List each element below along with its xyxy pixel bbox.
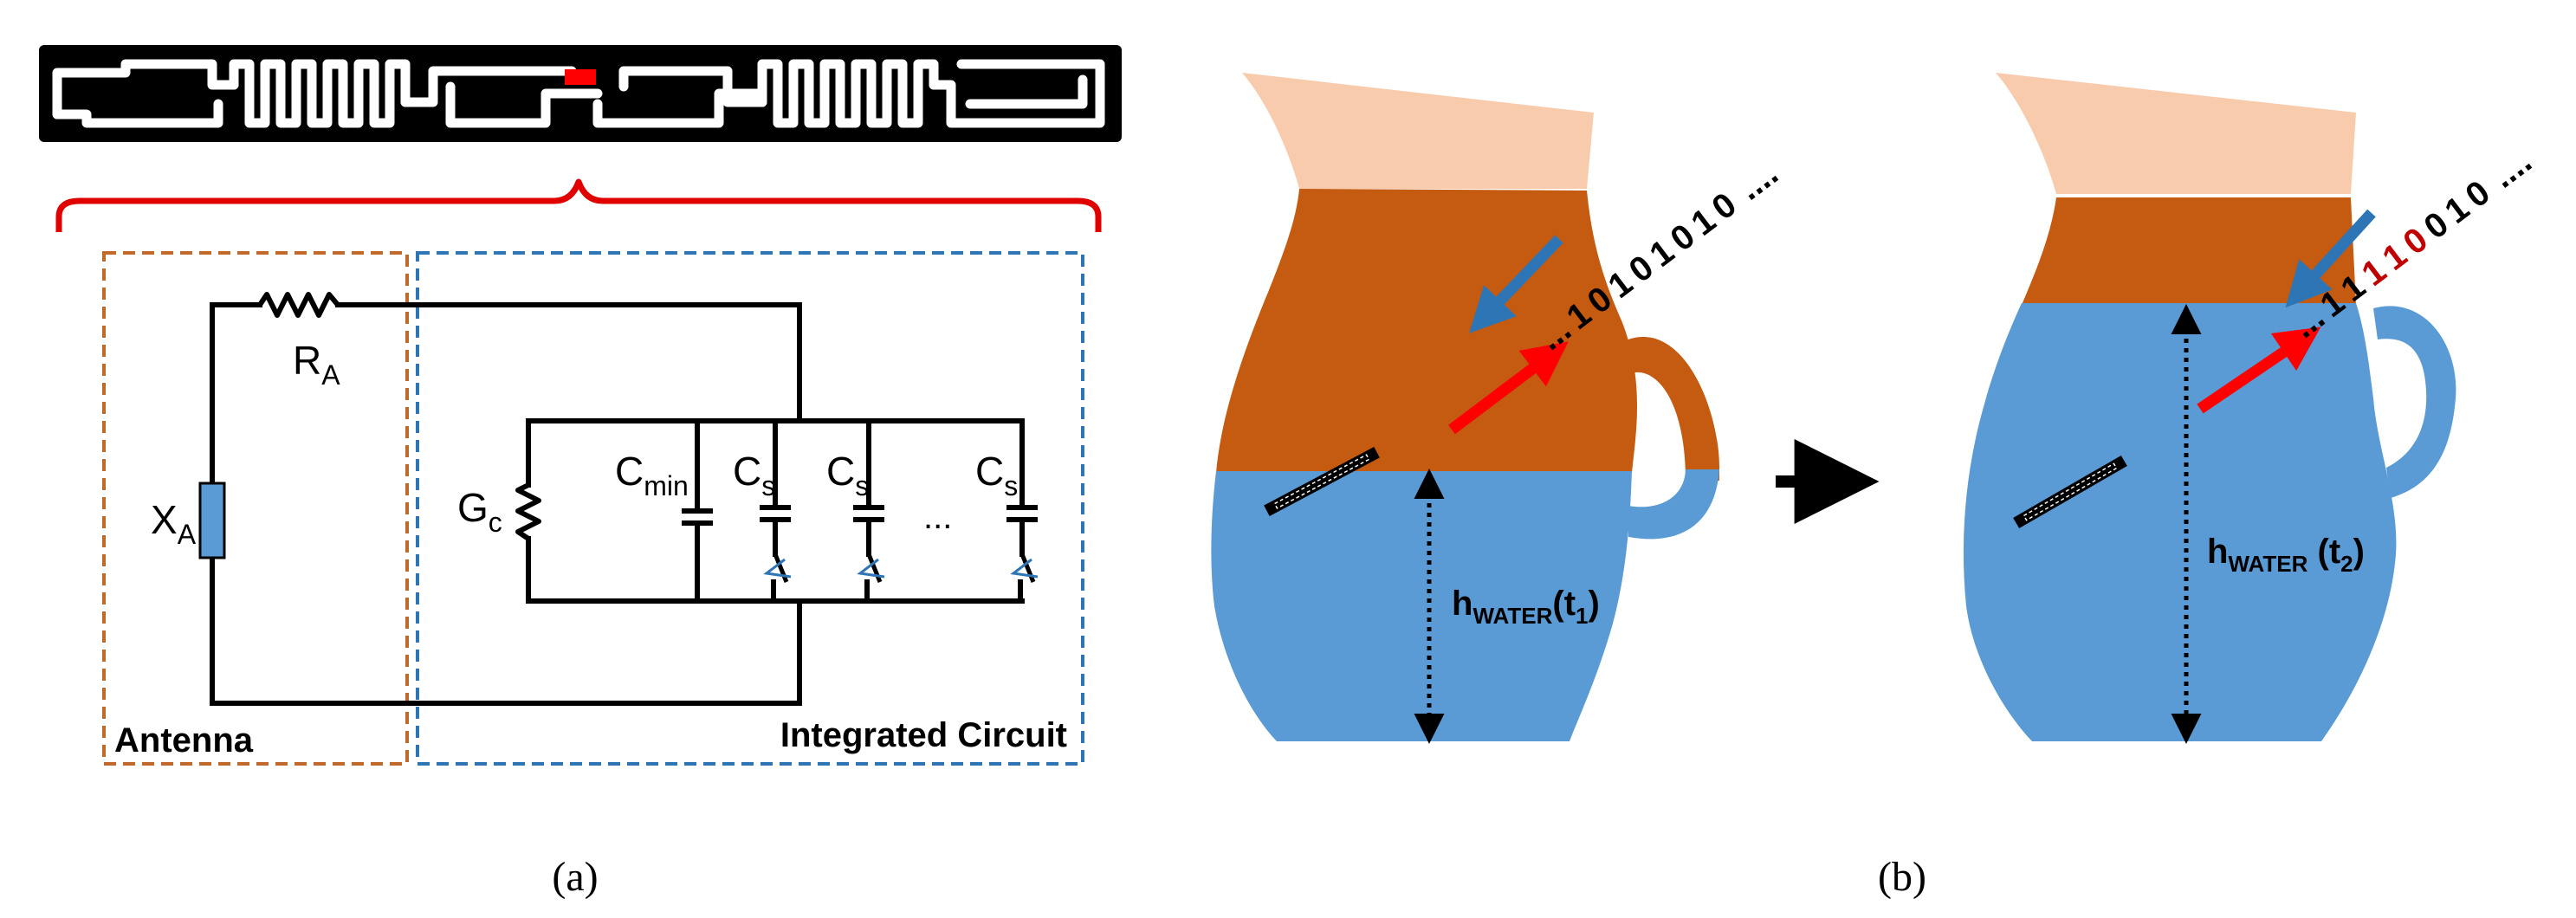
jug-t1: hWATER(t1) ...10101010.... bbox=[1211, 73, 1785, 744]
brace bbox=[55, 178, 1102, 232]
tx-arrow bbox=[2285, 209, 2376, 308]
label-ellipsis: ... bbox=[923, 498, 952, 536]
label-integrated-circuit: Integrated Circuit bbox=[780, 716, 1067, 754]
label-cs-3: Cs bbox=[975, 449, 1018, 501]
switch-arrow-icon bbox=[1010, 558, 1039, 579]
jug-t2: hWATER (t2) ...11110010.... bbox=[1963, 73, 2539, 744]
resistor-gc bbox=[515, 482, 541, 541]
label-cmin: Cmin bbox=[615, 449, 689, 501]
label-ra: RA bbox=[293, 338, 340, 391]
capacitors bbox=[682, 505, 1038, 526]
jug-spout bbox=[1996, 73, 2356, 194]
rfid-tag bbox=[2013, 455, 2127, 529]
jug-handle-lower bbox=[1628, 469, 1719, 540]
tag-chip bbox=[565, 69, 596, 85]
ic-box bbox=[416, 251, 1084, 766]
jug-handle bbox=[1620, 336, 1719, 481]
label-cs-1: Cs bbox=[733, 449, 775, 501]
circuit bbox=[210, 302, 1025, 706]
jug-coffee bbox=[1216, 189, 1637, 473]
rfid-tag bbox=[1264, 447, 1380, 516]
reactance-xa bbox=[198, 482, 226, 559]
label-antenna: Antenna bbox=[114, 721, 254, 760]
rx-arrow bbox=[1448, 341, 1569, 435]
jug-handle bbox=[2373, 306, 2456, 498]
tx-arrow bbox=[1469, 235, 1563, 333]
caption-b: (b) bbox=[1878, 854, 1926, 900]
resistor-ra bbox=[257, 292, 340, 318]
bit-ellipsis: .... bbox=[1731, 154, 1785, 208]
panel-a: RA XA Gc Cmin Cs Cs Cs ... Antenna Integ… bbox=[39, 45, 1122, 900]
switches bbox=[763, 553, 1039, 583]
label-h-water-t1: hWATER(t1) bbox=[1452, 585, 1600, 629]
jug-coffee bbox=[2022, 197, 2356, 305]
rfid-tag-antenna bbox=[39, 45, 1122, 142]
switch-arrow-icon bbox=[857, 558, 885, 579]
label-gc: Gc bbox=[457, 485, 502, 538]
label-xa: XA bbox=[151, 497, 197, 550]
bit-ellipsis: .... bbox=[2485, 142, 2539, 196]
label-h-water-t2: hWATER (t2) bbox=[2207, 533, 2365, 577]
antenna-box bbox=[102, 251, 409, 766]
caption-a: (a) bbox=[552, 854, 598, 900]
rx-arrow bbox=[2197, 326, 2321, 414]
switch-arrow-icon bbox=[763, 558, 792, 579]
label-cs-2: Cs bbox=[826, 449, 869, 501]
jug-spout bbox=[1242, 73, 1594, 189]
